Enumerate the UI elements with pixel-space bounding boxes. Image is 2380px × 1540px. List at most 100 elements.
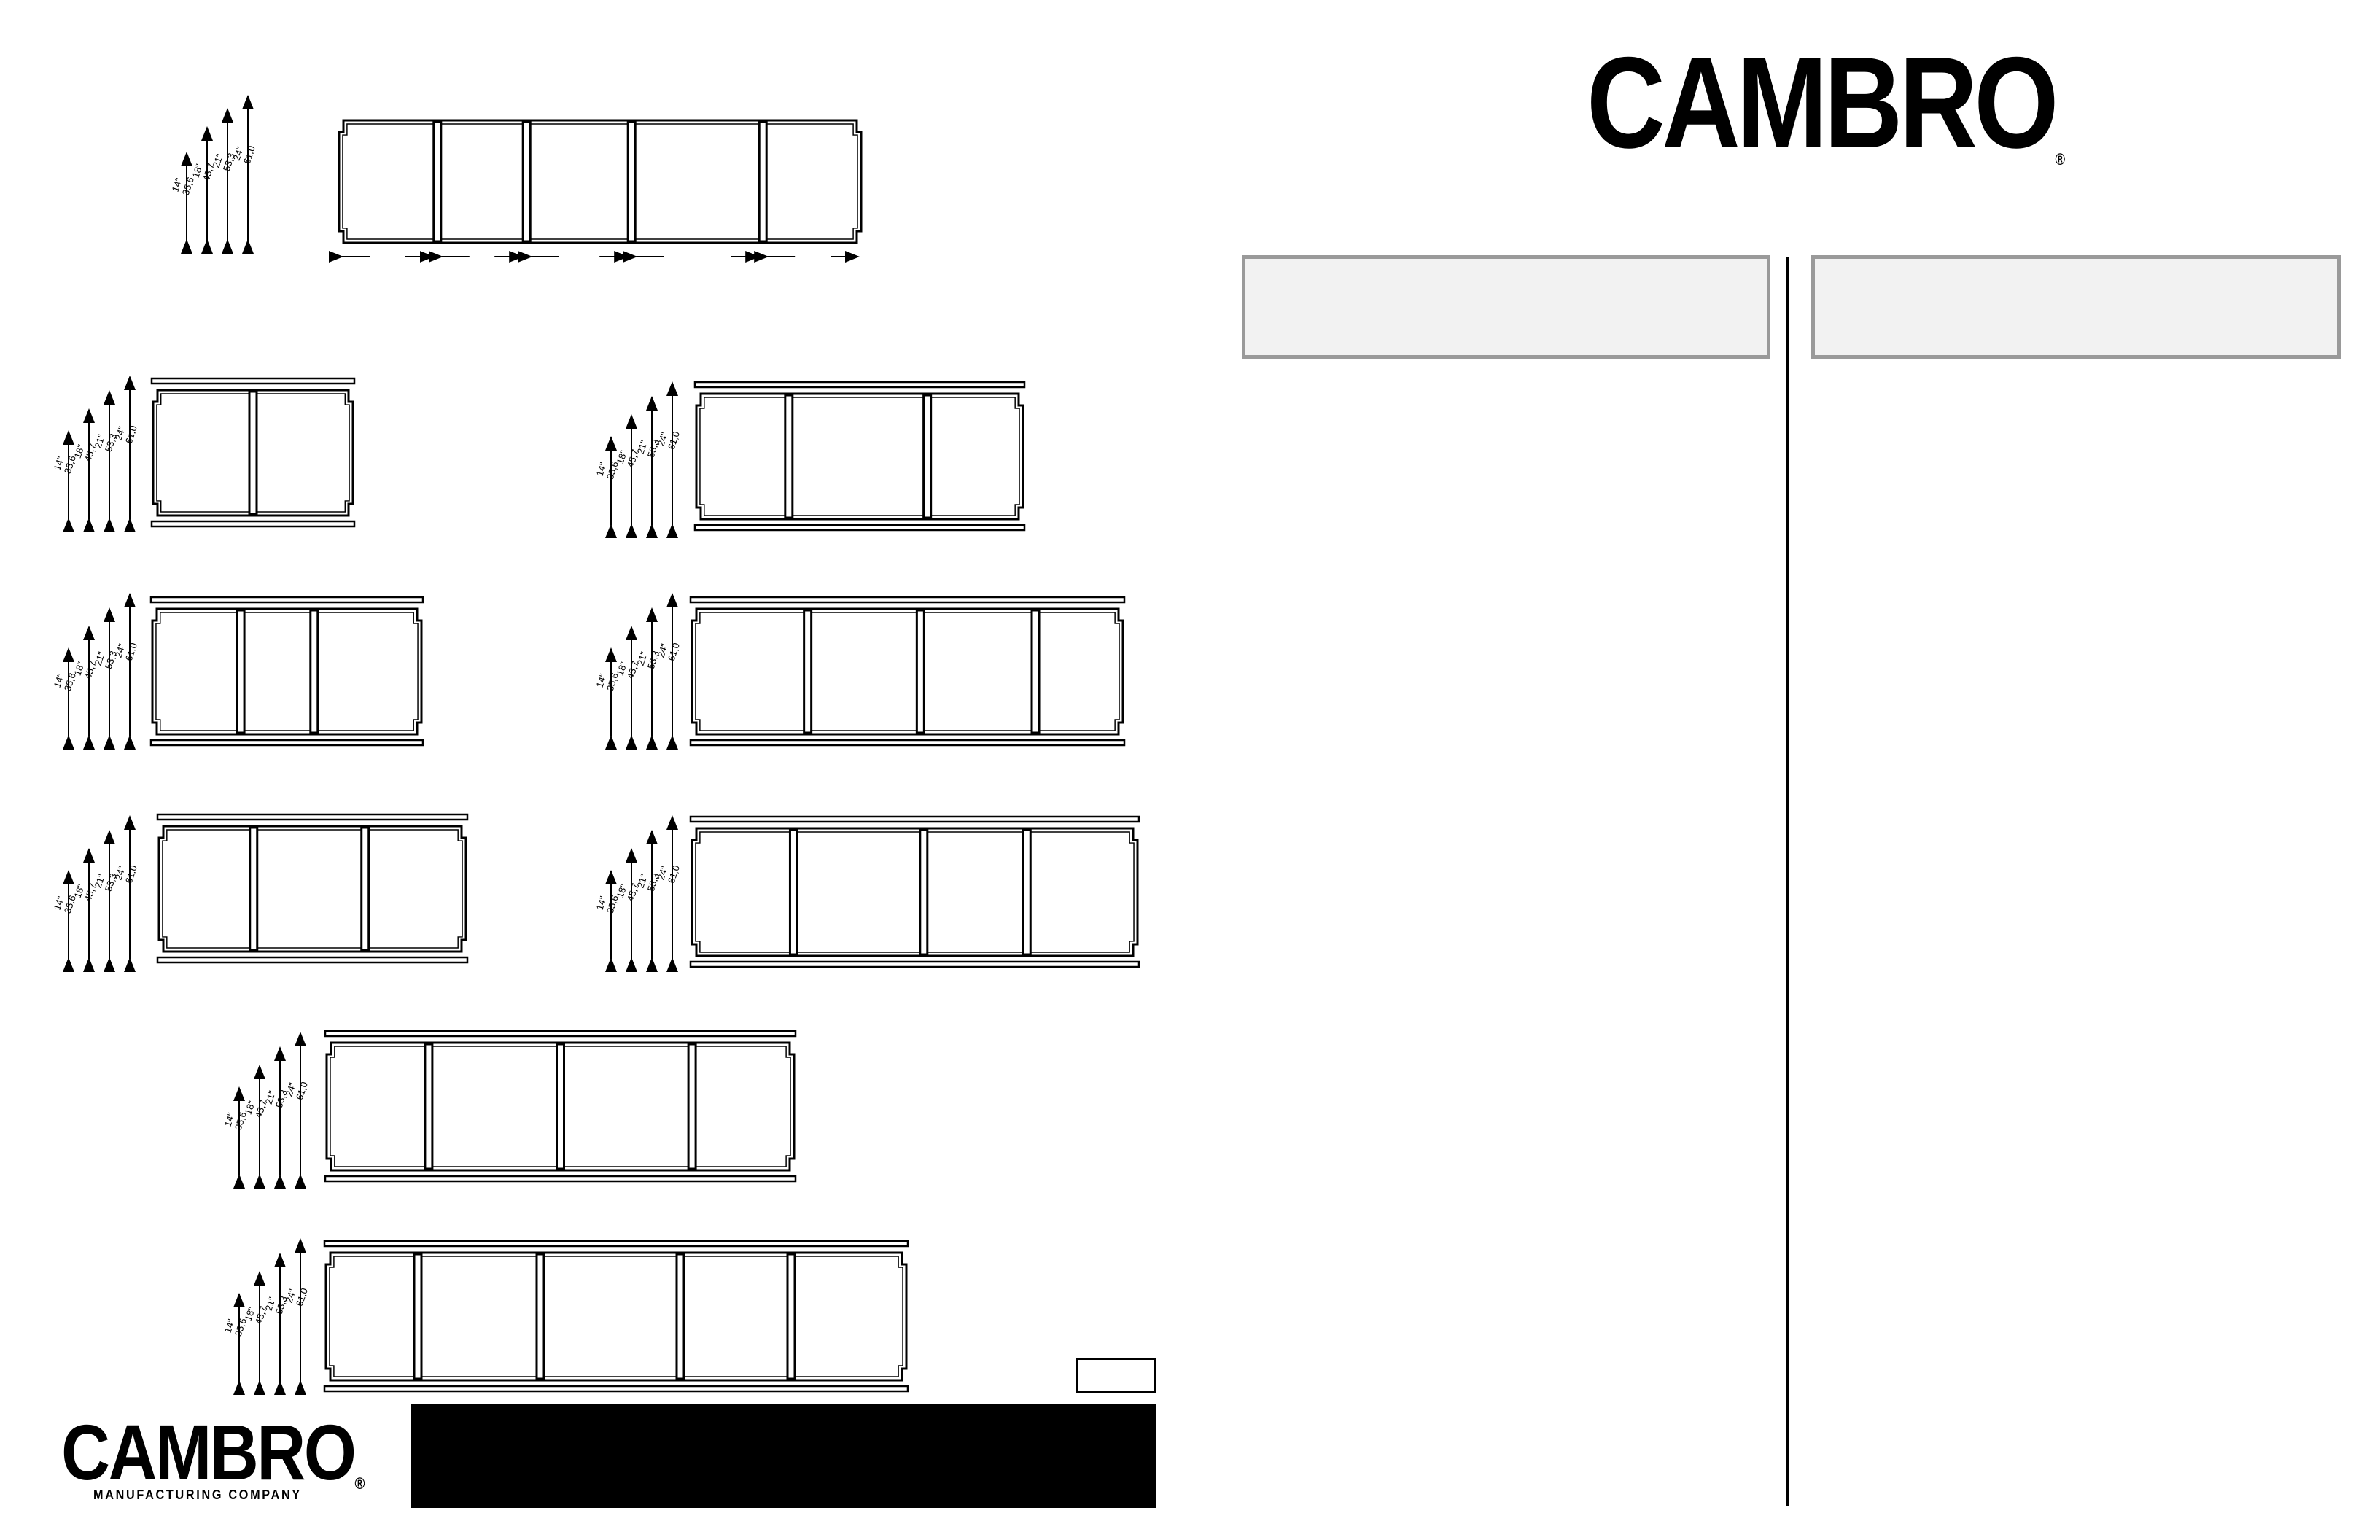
dimension-label: 18"45,7 bbox=[243, 1095, 269, 1119]
rack-frame-inner bbox=[330, 1046, 791, 1167]
rack-top-rail bbox=[149, 596, 424, 604]
dimension-inches: 24" bbox=[284, 1288, 298, 1304]
dimension-inches: 14" bbox=[594, 672, 609, 689]
rack-top-rail bbox=[323, 1240, 909, 1248]
dimension-cm: 61,0 bbox=[123, 642, 139, 663]
dimension-cm: 45,7 bbox=[625, 659, 641, 680]
dimension-cm: 35,6 bbox=[233, 1317, 249, 1338]
rack-frame-inner bbox=[695, 831, 1135, 953]
dimension-inches: 18" bbox=[243, 1099, 257, 1116]
dimension-cm: 61,0 bbox=[123, 864, 139, 885]
rack-frame-inner bbox=[155, 612, 419, 731]
dimension-inches: 24" bbox=[113, 865, 128, 882]
dimension-inches: 24" bbox=[656, 642, 670, 659]
dimension-label: 21"53,3 bbox=[635, 646, 661, 670]
dimension-inches: 21" bbox=[211, 152, 225, 169]
dimension-cm: 53,3 bbox=[221, 152, 237, 173]
rack-diagram bbox=[323, 1240, 909, 1393]
rack-divider bbox=[424, 1043, 434, 1170]
dimension-label: 24"61,0 bbox=[113, 421, 139, 445]
rack-bottom-rail bbox=[689, 739, 1126, 747]
dimension-label: 21"53,3 bbox=[635, 435, 661, 459]
dimension-cm: 53,3 bbox=[103, 432, 119, 454]
dimension-inches: 18" bbox=[615, 448, 629, 465]
dimension-inches: 24" bbox=[231, 145, 246, 162]
rack-frame-inner bbox=[695, 612, 1120, 731]
dimension-arrows: 14"35,618"45,721"53,324"61,0 bbox=[594, 815, 682, 972]
dimension-arrows: 14"35,618"45,721"53,324"61,0 bbox=[222, 1238, 310, 1395]
dimension-cm: 35,6 bbox=[62, 672, 78, 693]
dimension-arrows: 14"35,618"45,721"53,324"61,0 bbox=[170, 95, 257, 254]
dimension-cm: 61,0 bbox=[294, 1081, 310, 1102]
dimension-cm: 45,7 bbox=[82, 659, 98, 680]
dimension-inches: 14" bbox=[222, 1111, 237, 1128]
rack-divider bbox=[309, 609, 319, 734]
rack-divider bbox=[1022, 828, 1032, 956]
dimension-cm: 53,3 bbox=[103, 650, 119, 671]
rack-diagram bbox=[693, 381, 1026, 532]
rack-divider bbox=[413, 1253, 423, 1380]
rack-frame-inner bbox=[162, 829, 463, 949]
dimension-inches: 21" bbox=[93, 650, 107, 667]
rack-bottom-rail bbox=[150, 520, 356, 528]
dimension-label: 24"61,0 bbox=[656, 427, 682, 451]
dimension-inches: 18" bbox=[243, 1305, 257, 1322]
rack-divider bbox=[803, 609, 813, 734]
dimension-label: 18"45,7 bbox=[615, 656, 641, 680]
rack-divider bbox=[236, 609, 246, 734]
rack-divider bbox=[786, 1253, 796, 1380]
rack-frame bbox=[691, 827, 1139, 957]
dimension-inches: 14" bbox=[52, 672, 66, 689]
dimension-inches: 14" bbox=[594, 895, 609, 911]
rack-top-rail bbox=[689, 815, 1140, 823]
dimension-inches: 21" bbox=[93, 873, 107, 890]
dimension-label: 14"35,6 bbox=[594, 456, 621, 481]
dimension-cm: 35,6 bbox=[180, 176, 196, 197]
rack-frame-inner bbox=[329, 1256, 903, 1377]
dimension-cm: 61,0 bbox=[666, 430, 682, 451]
dimension-cm: 45,7 bbox=[625, 448, 641, 469]
dimension-inches: 21" bbox=[635, 650, 650, 667]
dimension-inches: 21" bbox=[93, 433, 107, 450]
rack-divider bbox=[1030, 609, 1041, 734]
dimension-label: 14"35,6 bbox=[222, 1107, 249, 1131]
dimension-cm: 45,7 bbox=[625, 882, 641, 903]
dimension-label: 21"53,3 bbox=[635, 868, 661, 892]
dimension-arrows: 14"35,618"45,721"53,324"61,0 bbox=[52, 376, 139, 532]
cambro-footer-logo: CAMBRO® bbox=[61, 1408, 365, 1496]
dimension-cm: 53,3 bbox=[273, 1089, 289, 1110]
rack-divider bbox=[626, 120, 637, 243]
dimension-arrows: 14"35,618"45,721"53,324"61,0 bbox=[222, 1032, 310, 1189]
rack-diagram bbox=[324, 1030, 797, 1183]
dimension-inches: 18" bbox=[72, 882, 87, 899]
rack-frame bbox=[695, 392, 1024, 521]
rack-diagram bbox=[338, 119, 863, 244]
rack-divider bbox=[360, 826, 370, 952]
dimension-label: 24"61,0 bbox=[284, 1077, 310, 1101]
rack-divider bbox=[521, 120, 532, 243]
dimension-label: 24"61,0 bbox=[113, 860, 139, 884]
dimension-label: 14"35,6 bbox=[52, 668, 78, 692]
rack-frame bbox=[324, 1251, 908, 1382]
rack-divider bbox=[915, 609, 925, 734]
dimension-inches: 18" bbox=[615, 882, 629, 899]
rack-diagram bbox=[149, 596, 424, 747]
rack-frame bbox=[691, 607, 1124, 736]
rack-divider bbox=[248, 390, 258, 516]
dimension-inches: 21" bbox=[263, 1089, 278, 1106]
dimension-label: 18"45,7 bbox=[615, 879, 641, 903]
rack-top-rail bbox=[150, 377, 356, 385]
dimension-inches: 24" bbox=[113, 425, 128, 442]
dimension-inches: 21" bbox=[635, 439, 650, 456]
rack-divider bbox=[675, 1253, 685, 1380]
dimension-cm: 35,6 bbox=[233, 1111, 249, 1132]
column-divider bbox=[1786, 257, 1789, 1506]
dimension-inches: 14" bbox=[170, 176, 184, 193]
dimension-label: 18"45,7 bbox=[243, 1302, 269, 1326]
rack-divider bbox=[784, 394, 794, 519]
dimension-cm: 53,3 bbox=[645, 650, 661, 671]
rack-diagram bbox=[689, 596, 1126, 747]
dimension-cm: 61,0 bbox=[241, 144, 257, 166]
dimension-cm: 61,0 bbox=[666, 642, 682, 663]
dimension-label: 14"35,6 bbox=[170, 172, 196, 196]
